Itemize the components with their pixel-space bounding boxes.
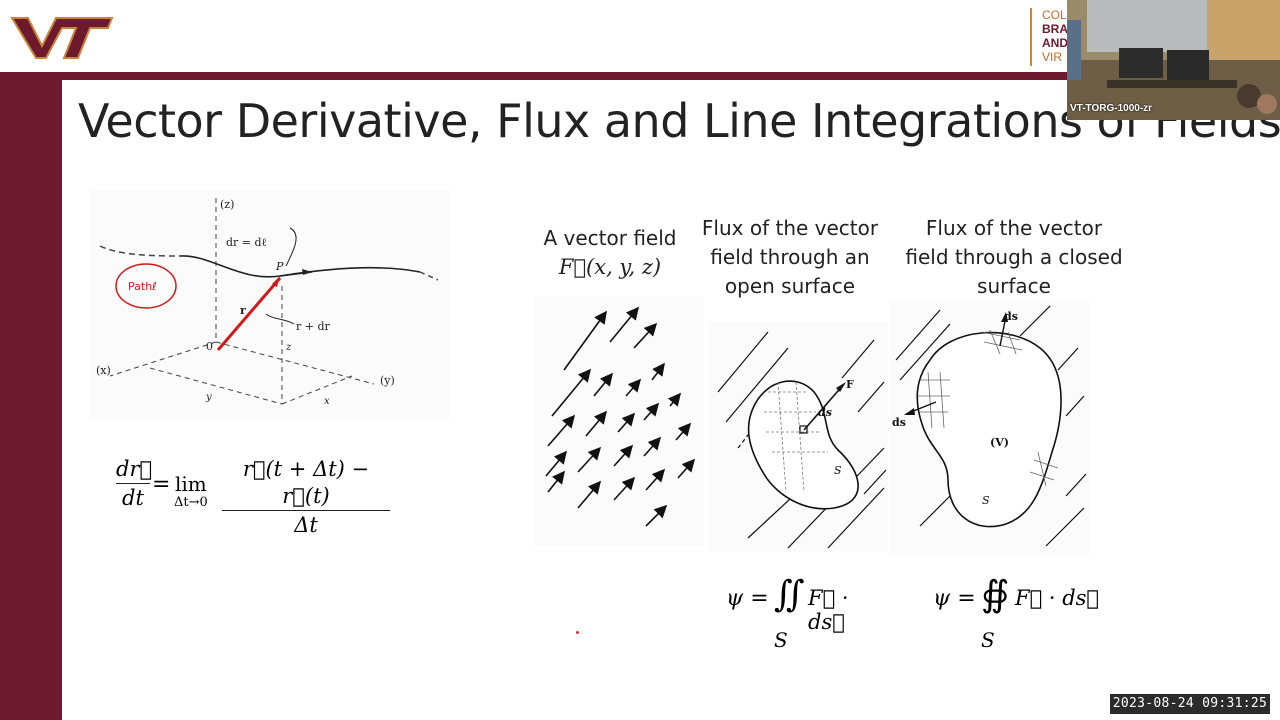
y-axis-label: (y) bbox=[380, 374, 395, 387]
point-p-label: P bbox=[275, 260, 284, 273]
header-bar: COLL BRA AND VIR bbox=[0, 0, 1280, 72]
ds-left-label: ds bbox=[892, 416, 906, 429]
vt-logo bbox=[10, 17, 114, 59]
r-label: r bbox=[240, 304, 246, 317]
force-label: F bbox=[846, 378, 854, 391]
open-surface-caption: Flux of the vector field through an open… bbox=[701, 216, 879, 298]
closed-flux-equation: ψ = ∯ S F⃗ · ds⃗ bbox=[933, 574, 1100, 652]
vector-field-diagram bbox=[534, 296, 704, 546]
ds-label: ds bbox=[818, 406, 832, 419]
recording-timestamp: 2023-08-24 09:31:25 bbox=[1110, 694, 1270, 714]
open-surface-flux-diagram: F ds S bbox=[708, 322, 888, 552]
laser-pointer-dot bbox=[576, 631, 579, 634]
surface-s-label-closed: S bbox=[982, 494, 990, 507]
z-axis-label: (z) bbox=[220, 198, 234, 211]
path-vector-diagram: Pathℓ (z) dr = dℓ P r r + dr 0 z (x) (y)… bbox=[90, 190, 450, 420]
closed-surface-caption: Flux of the vector field through a close… bbox=[905, 216, 1123, 298]
closed-surface-flux-diagram: ds ds (V) S bbox=[890, 300, 1090, 556]
vector-field-caption: A vector field F⃗(x, y, z) bbox=[543, 226, 677, 279]
header-divider bbox=[0, 72, 1280, 80]
left-sidebar-bar bbox=[0, 72, 62, 720]
x-coordinate-label: x bbox=[324, 396, 330, 407]
dr-equation-label: dr = dℓ bbox=[226, 236, 267, 249]
college-logo: COLL BRA AND VIR bbox=[1030, 8, 1072, 66]
webcam-feed bbox=[1067, 0, 1280, 120]
ds-top-label: ds bbox=[1004, 310, 1018, 323]
derivative-equation: dr⃗ dt = lim Δt→0 r⃗(t + Δt) − r⃗(t) Δt bbox=[116, 456, 406, 537]
volume-label: (V) bbox=[990, 436, 1009, 449]
webcam-label: VT-TORG-1000-zr bbox=[1070, 103, 1153, 114]
x-axis-label: (x) bbox=[96, 364, 111, 377]
handwritten-path-label: Pathℓ bbox=[128, 280, 157, 293]
r-plus-dr-label: r + dr bbox=[296, 320, 331, 333]
origin-label: 0 bbox=[206, 340, 213, 353]
surface-s-label: S bbox=[834, 464, 842, 477]
y-coordinate-label: y bbox=[205, 392, 212, 403]
webcam-scene bbox=[1067, 0, 1280, 120]
open-flux-equation: ψ = ∬ S F⃗ · ds⃗ bbox=[726, 574, 849, 652]
z-coordinate-label: z bbox=[285, 342, 292, 353]
